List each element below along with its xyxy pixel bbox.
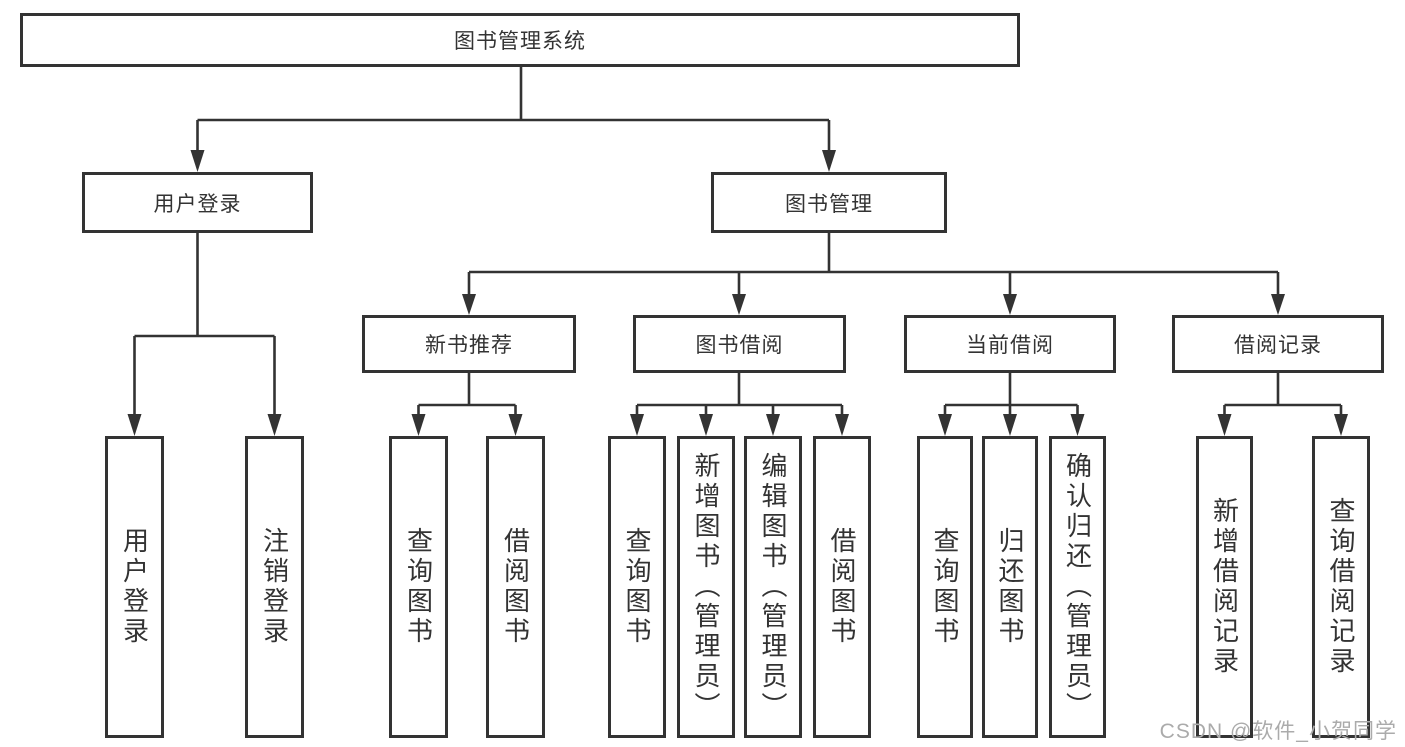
leaf-query-books-borrow: 查询图书 — [608, 436, 666, 738]
leaf-borrow-books-recommend: 借阅图书 — [486, 436, 545, 738]
leaf-return-books: 归还图书 — [982, 436, 1038, 738]
leaf-logout: 注销登录 — [245, 436, 304, 738]
leaf-query-books-current: 查询图书 — [917, 436, 973, 738]
leaf-query-books-recommend: 查询图书 — [389, 436, 448, 738]
node-book-borrow: 图书借阅 — [633, 315, 846, 373]
node-new-book-recommend: 新书推荐 — [362, 315, 576, 373]
leaf-borrow-books: 借阅图书 — [813, 436, 871, 738]
leaf-edit-books-admin: 编辑图书（管理员） — [744, 436, 802, 738]
node-current-borrow: 当前借阅 — [904, 315, 1116, 373]
leaf-add-borrow-record: 新增借阅记录 — [1196, 436, 1253, 738]
leaf-user-login: 用户登录 — [105, 436, 164, 738]
node-user-login: 用户登录 — [82, 172, 313, 233]
leaf-confirm-return-admin: 确认归还（管理员） — [1049, 436, 1106, 738]
leaf-query-borrow-record: 查询借阅记录 — [1312, 436, 1370, 738]
node-book-management: 图书管理 — [711, 172, 947, 233]
leaf-add-books-admin: 新增图书（管理员） — [677, 436, 735, 738]
csdn-watermark: CSDN @软件_小贺同学 — [1159, 720, 1397, 743]
root-node-library-system: 图书管理系统 — [20, 13, 1020, 67]
node-borrow-records: 借阅记录 — [1172, 315, 1384, 373]
